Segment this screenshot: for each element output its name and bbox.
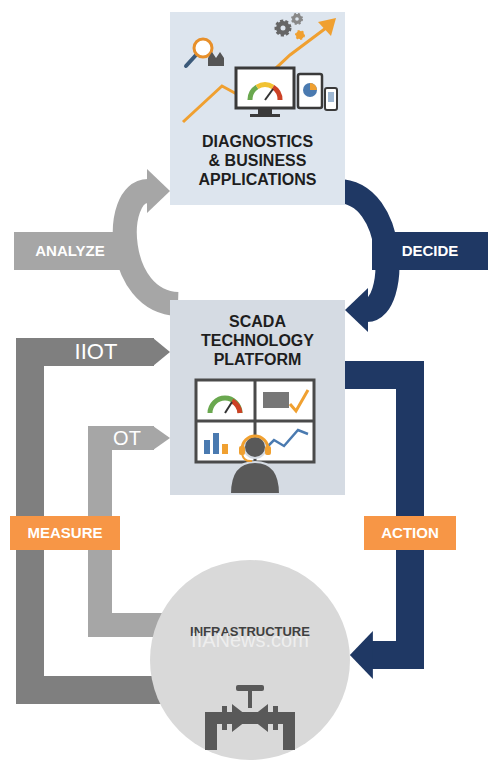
infrastructure-circle: INFRASTRUCTURE bbox=[150, 560, 350, 760]
flow-label: ACTION bbox=[364, 516, 456, 550]
arrow-head bbox=[345, 288, 368, 332]
watermark: IIANews.com bbox=[150, 627, 350, 653]
arrow-head bbox=[153, 426, 170, 450]
node-title: SCADA TECHNOLOGY PLATFORM bbox=[197, 312, 319, 370]
flow-label: ANALYZE bbox=[14, 232, 126, 270]
arrow-head bbox=[350, 631, 373, 679]
flow-band bbox=[345, 375, 410, 655]
flow-label: DECIDE bbox=[372, 232, 488, 270]
circle-fill bbox=[150, 560, 350, 760]
flow-label: OT bbox=[104, 426, 150, 450]
flow-label: IIOT bbox=[44, 338, 148, 366]
node-title: DIAGNOSTICS & BUSINESS APPLICATIONS bbox=[197, 132, 319, 190]
stage-label: MEASURE bbox=[10, 516, 120, 550]
circle-outline bbox=[150, 560, 350, 760]
application-box: DIAGNOSTICS & BUSINESS APPLICATIONS bbox=[170, 12, 345, 205]
platform-box: SCADA TECHNOLOGY PLATFORM bbox=[170, 300, 345, 495]
arrow-head bbox=[153, 338, 170, 366]
flow-arrow bbox=[30, 338, 170, 690]
arrow-head bbox=[147, 169, 170, 213]
